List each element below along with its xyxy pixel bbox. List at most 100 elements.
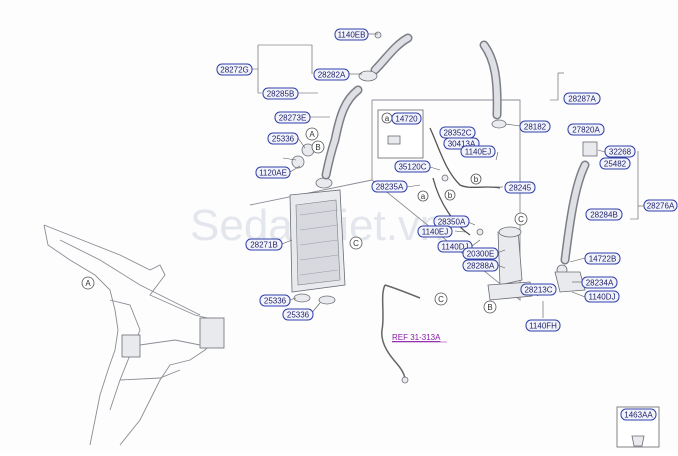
part-tag-20300e[interactable]: 20300E	[462, 247, 499, 260]
svg-text:35120C: 35120C	[398, 163, 426, 172]
part-tag-28213c[interactable]: 28213C	[520, 283, 557, 296]
svg-text:28287A: 28287A	[568, 95, 596, 104]
part-tag-28352c[interactable]: 28352C	[439, 126, 476, 139]
part-tag-25336-low[interactable]: 25336	[282, 308, 314, 321]
intercooler-drawing	[289, 177, 346, 305]
part-tag-28288a[interactable]: 28288A	[462, 259, 499, 272]
callout-C-1: C	[349, 236, 363, 250]
part-tag-28350a[interactable]: 28350A	[433, 215, 470, 228]
callout-b-2: b	[444, 189, 456, 201]
callout-A-2: A	[81, 276, 95, 290]
hose-upper-left-drawing	[291, 31, 413, 180]
part-tag-1140dj-mid[interactable]: 1140DJ	[437, 240, 473, 253]
svg-text:1140EB: 1140EB	[338, 31, 366, 40]
svg-text:27820A: 27820A	[572, 126, 600, 135]
svg-text:20300E: 20300E	[467, 250, 495, 259]
ref-link[interactable]: REF 31-313A	[392, 333, 447, 343]
callout-a-1: a	[381, 112, 393, 124]
part-tag-1140dj-right[interactable]: 1140DJ	[584, 290, 620, 303]
sensor-14720-drawing	[387, 135, 401, 145]
callout-A-1: A	[305, 127, 319, 141]
svg-text:1140DJ: 1140DJ	[442, 243, 469, 252]
callout-B-1: B	[311, 140, 325, 154]
svg-text:b: b	[448, 191, 453, 200]
part-tag-1140ej-mid[interactable]: 1140EJ	[417, 225, 453, 238]
svg-text:25336: 25336	[272, 135, 295, 144]
part-tag-1140fh[interactable]: 1140FH	[525, 319, 561, 332]
part-tag-1120ae[interactable]: 1120AE	[255, 166, 291, 179]
part-tag-28182[interactable]: 28182	[519, 120, 551, 133]
svg-text:1120AE: 1120AE	[259, 169, 287, 178]
svg-text:28235A: 28235A	[376, 183, 404, 192]
svg-text:1140DJ: 1140DJ	[589, 293, 616, 302]
part-tag-28245[interactable]: 28245	[504, 181, 536, 194]
svg-text:1140FH: 1140FH	[529, 322, 557, 331]
svg-text:A: A	[309, 130, 315, 139]
svg-text:C: C	[518, 215, 524, 224]
part-tag-28273e[interactable]: 28273E	[274, 111, 311, 124]
svg-text:28272G: 28272G	[220, 66, 248, 75]
callout-B-2: B	[483, 300, 497, 314]
part-tag-1140eb[interactable]: 1140EB	[334, 28, 369, 41]
svg-text:A: A	[85, 279, 91, 288]
svg-text:b: b	[474, 175, 479, 184]
svg-text:25336: 25336	[264, 297, 287, 306]
svg-text:28245: 28245	[509, 184, 532, 193]
svg-text:28273E: 28273E	[279, 114, 307, 123]
part-tag-14720[interactable]: 14720	[391, 112, 422, 125]
part-tag-25336-top[interactable]: 25336	[267, 132, 299, 145]
svg-text:B: B	[315, 143, 320, 152]
svg-text:28352C: 28352C	[443, 129, 471, 138]
part-tag-25336-mid[interactable]: 25336	[259, 294, 291, 307]
svg-text:1463AA: 1463AA	[624, 411, 653, 420]
svg-text:28276A: 28276A	[647, 202, 675, 211]
leader-lines	[252, 33, 644, 318]
callout-b-1: b	[470, 173, 482, 185]
svg-text:28350A: 28350A	[438, 218, 466, 227]
part-tag-28276a[interactable]: 28276A	[643, 199, 678, 212]
part-tag-1140ej-top[interactable]: 1140EJ	[460, 145, 496, 158]
svg-text:28213C: 28213C	[524, 286, 552, 295]
front-frame-drawing	[43, 224, 225, 446]
part-tag-28272g[interactable]: 28272G	[216, 63, 253, 76]
callout-C-2: C	[514, 212, 528, 226]
part-tag-28285b[interactable]: 28285B	[262, 87, 299, 100]
svg-text:28282A: 28282A	[318, 71, 346, 80]
part-tag-28235a[interactable]: 28235A	[371, 180, 408, 193]
svg-text:28234A: 28234A	[586, 279, 614, 288]
svg-text:B: B	[487, 303, 492, 312]
throttle-body-drawing	[487, 226, 533, 301]
svg-text:25336: 25336	[287, 311, 310, 320]
part-tag-28234a[interactable]: 28234A	[581, 276, 618, 289]
callout-C-3: C	[434, 292, 448, 306]
svg-text:a: a	[421, 192, 426, 201]
svg-text:14720: 14720	[395, 115, 418, 124]
part-tag-27820a[interactable]: 27820A	[567, 123, 605, 136]
part-tag-35120c[interactable]: 35120C	[394, 160, 431, 173]
part-tag-28284b[interactable]: 28284B	[585, 208, 623, 221]
plug-1463aa-drawing	[631, 435, 645, 447]
svg-text:C: C	[353, 239, 359, 248]
part-tag-25482[interactable]: 25482	[599, 157, 631, 170]
svg-text:a: a	[385, 114, 390, 123]
part-tag-28287a[interactable]: 28287A	[563, 92, 601, 105]
lower-hose-drawing	[381, 284, 421, 384]
svg-text:C: C	[438, 295, 444, 304]
part-tag-28282a[interactable]: 28282A	[313, 68, 350, 81]
hose-upper-right-drawing	[479, 40, 507, 129]
svg-text:30413A: 30413A	[448, 140, 476, 149]
svg-text:14722B: 14722B	[589, 255, 617, 264]
svg-text:1140EJ: 1140EJ	[465, 148, 492, 157]
svg-text:28271B: 28271B	[250, 241, 278, 250]
part-tag-28271b[interactable]: 28271B	[245, 238, 283, 251]
part-tag-14722b[interactable]: 14722B	[584, 252, 621, 265]
part-tag-32268[interactable]: 32268	[604, 145, 636, 158]
callout-a-2: a	[417, 190, 429, 202]
svg-text:32268: 32268	[609, 148, 632, 157]
svg-text:25482: 25482	[604, 160, 627, 169]
svg-text:28285B: 28285B	[267, 90, 295, 99]
svg-text:REF 31-313A: REF 31-313A	[392, 333, 441, 342]
part-tag-1463aa[interactable]: 1463AA	[620, 408, 657, 421]
